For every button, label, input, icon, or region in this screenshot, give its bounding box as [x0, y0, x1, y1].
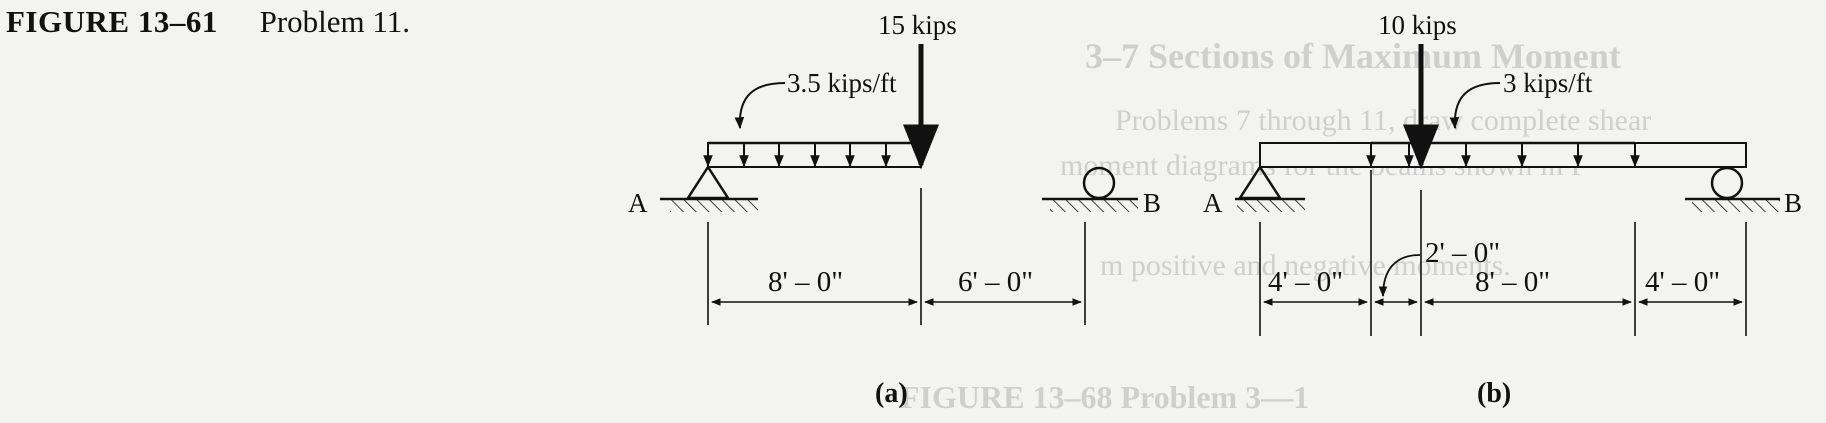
roller-support-b — [1685, 166, 1780, 212]
ghost-line-1: Problems 7 through 11, draw complete she… — [1115, 104, 1651, 137]
support-b-right-label: B — [1784, 188, 1802, 218]
dim-b-2-leader — [1378, 254, 1421, 298]
figure-title: Problem 11. — [259, 4, 410, 39]
distributed-load-b-leader — [1449, 82, 1501, 130]
support-a-right-label: B — [1143, 188, 1161, 218]
beam-b — [1259, 142, 1747, 168]
pin-support-b — [1235, 164, 1305, 212]
ghost-heading: 3–7 Sections of Maximum Moment — [1085, 36, 1621, 76]
dim-b-2: 2' – 0" — [1425, 237, 1500, 269]
distributed-load-b-label: 3 kips/ft — [1503, 68, 1593, 98]
figure-header: FIGURE 13–61 Problem 11. — [6, 4, 410, 40]
diagram-b: 10 kips 3 kips/ft A B 4' – 0" 2' — [1203, 10, 1802, 409]
point-load-a-label: 15 kips — [878, 10, 957, 40]
diagram-a: 15 kips 3.5 kips/ft A B 8' – 0" 6' – 0" … — [628, 10, 1161, 409]
support-b-left-label: A — [1203, 188, 1223, 218]
distributed-load-a-arrows — [703, 143, 891, 168]
point-load-b-label: 10 kips — [1378, 10, 1457, 40]
dim-b-3: 8' – 0" — [1475, 266, 1550, 298]
ghost-footer: FIGURE 13–68 Problem 3—1 — [900, 379, 1309, 415]
distributed-load-a-leader — [734, 82, 786, 130]
dimension-lines-a — [707, 188, 1086, 325]
caption-a: (a) — [875, 378, 908, 409]
dimension-lines-b — [1259, 170, 1747, 336]
distributed-load-a-label: 3.5 kips/ft — [787, 68, 897, 98]
dim-a-2: 6' – 0" — [958, 266, 1033, 298]
roller-support-a — [1042, 166, 1138, 212]
caption-b: (b) — [1477, 378, 1511, 409]
figure-number: FIGURE 13–61 — [6, 4, 218, 39]
ghost-line-3: m positive and negative moments. — [1100, 249, 1511, 282]
support-a-left-label: A — [628, 188, 648, 218]
dim-b-4: 4' – 0" — [1645, 266, 1720, 298]
pin-support-a — [660, 164, 758, 212]
dim-a-1: 8' – 0" — [768, 266, 843, 298]
dim-b-1: 4' – 0" — [1268, 266, 1343, 298]
